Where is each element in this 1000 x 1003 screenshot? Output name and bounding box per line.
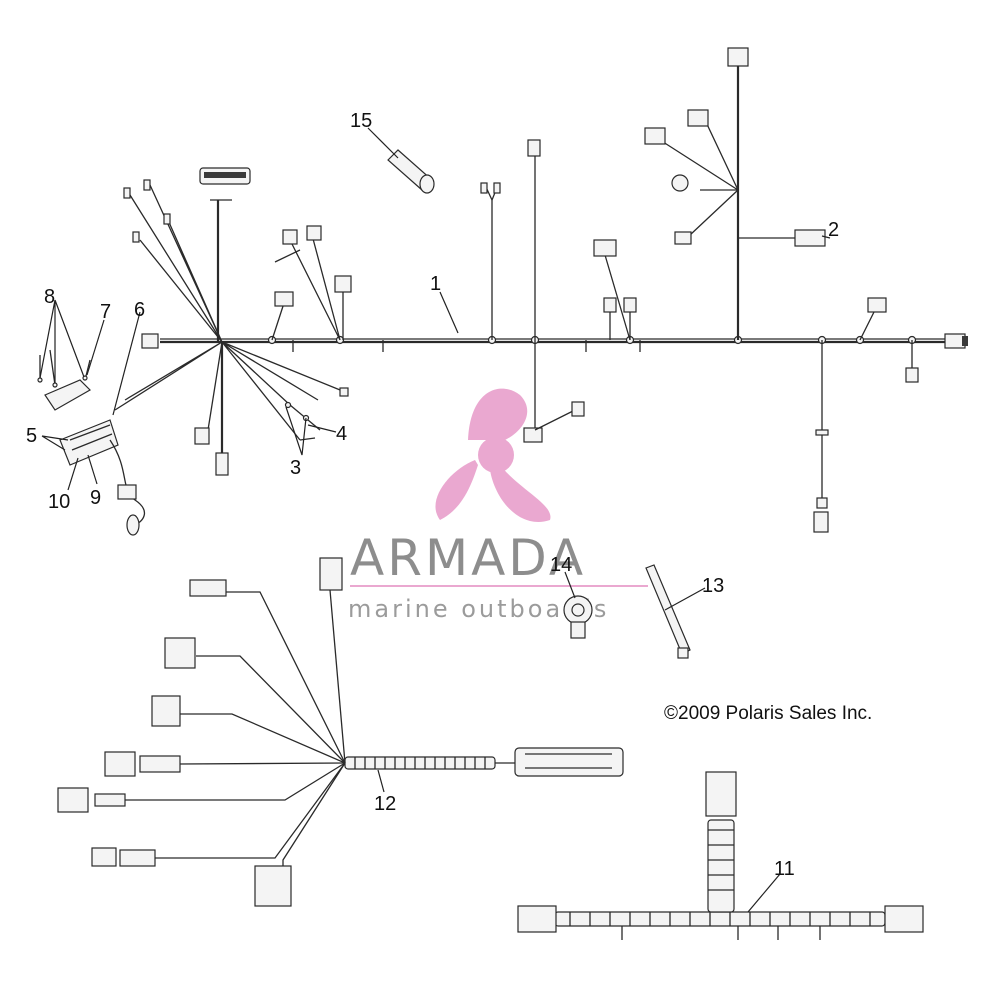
callout-2: 2 [828, 219, 839, 241]
copyright-notice: ©2009 Polaris Sales Inc. [664, 703, 872, 724]
harness-12 [57, 557, 624, 907]
sensor-connector [274, 291, 294, 307]
callout-10: 10 [48, 491, 70, 513]
watermark-brand: ARMADA [350, 529, 586, 587]
fitting-14 [563, 595, 593, 639]
watermark-tagline: marine outboards [348, 595, 609, 623]
callout-11: 11 [774, 858, 795, 880]
harness-11 [517, 771, 924, 940]
harness-rod-13 [645, 564, 691, 659]
main-harness [114, 47, 968, 533]
callout-8: 8 [44, 286, 55, 308]
down-connector [215, 452, 229, 476]
bracket-assembly [37, 349, 91, 411]
callout-leaders [39, 127, 831, 913]
harness-11-right-connector [884, 905, 924, 933]
harness-12-main-connector [514, 747, 624, 777]
harness-11-top-connector [705, 771, 737, 817]
callout-13: 13 [702, 575, 724, 597]
callout-1: 1 [430, 273, 441, 295]
propeller-icon [435, 388, 551, 522]
harness-sleeve-15 [387, 149, 435, 194]
armada-logo: ARMADA marine outboards [348, 388, 648, 623]
callout-6: 6 [134, 299, 145, 321]
callout-15: 15 [350, 110, 372, 132]
callout-12: 12 [374, 793, 396, 815]
harness-left-connector [141, 333, 159, 349]
callout-7: 7 [100, 301, 111, 323]
callout-3: 3 [290, 457, 301, 479]
callout-4: 4 [336, 423, 347, 445]
callout-9: 9 [90, 487, 101, 509]
mounting-bracket [44, 379, 91, 411]
top-connector [727, 47, 749, 67]
callout-14: 14 [550, 554, 572, 576]
fuse-box-assembly [59, 419, 146, 536]
harness-12-corrugated-sleeve [344, 756, 496, 770]
callout-labels: 1 2 3 4 5 6 7 8 9 10 11 12 13 14 15 [26, 110, 839, 880]
harness-11-corrugated-sleeve [554, 911, 886, 927]
harness-11-left-connector [517, 905, 557, 933]
callout-5: 5 [26, 425, 37, 447]
